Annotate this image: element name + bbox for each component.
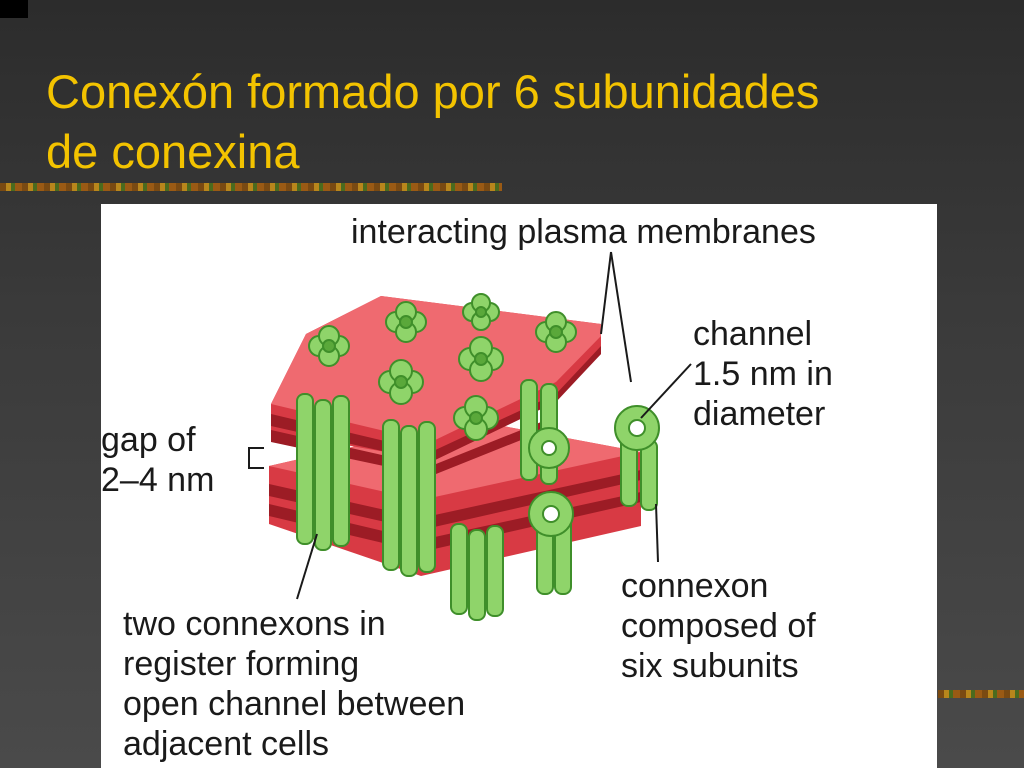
label-line: open channel between — [123, 685, 466, 723]
label-line: 1.5 nm in — [693, 355, 833, 393]
label-line: connexon — [621, 567, 769, 605]
corner-mark — [0, 0, 28, 18]
label-line: two connexons in — [123, 605, 386, 643]
label-interacting-membranes: interacting plasma membranes — [351, 213, 816, 251]
gap-junction-figure: interacting plasma membranes channel 1.5… — [101, 204, 937, 768]
connexin-rosettes — [308, 293, 577, 441]
isolated-connexon — [528, 405, 660, 537]
title-underline — [0, 183, 502, 191]
label-line: adjacent cells — [123, 725, 330, 763]
label-line: gap of — [101, 421, 196, 459]
label-line: channel — [693, 315, 813, 353]
decorative-rule — [938, 690, 1024, 698]
label-line: register forming — [123, 645, 360, 683]
label-gap-width: gap of 2–4 nm — [101, 420, 214, 500]
slide-title: Conexón formado por 6 subunidades de con… — [46, 62, 1006, 182]
label-line: 2–4 nm — [101, 461, 215, 499]
title-line-2: de conexina — [46, 125, 300, 178]
label-connexon: connexon composed of six subunits — [621, 566, 816, 686]
gap-junction-illustration — [248, 251, 692, 621]
label-channel-diameter: channel 1.5 nm in diameter — [693, 314, 833, 434]
label-two-connexons: two connexons in register forming open c… — [123, 604, 465, 764]
label-line: six subunits — [621, 647, 799, 685]
leader-lines — [248, 251, 692, 600]
label-line: composed of — [621, 607, 816, 645]
label-line: diameter — [693, 395, 826, 433]
title-line-1: Conexón formado por 6 subunidades — [46, 65, 820, 118]
